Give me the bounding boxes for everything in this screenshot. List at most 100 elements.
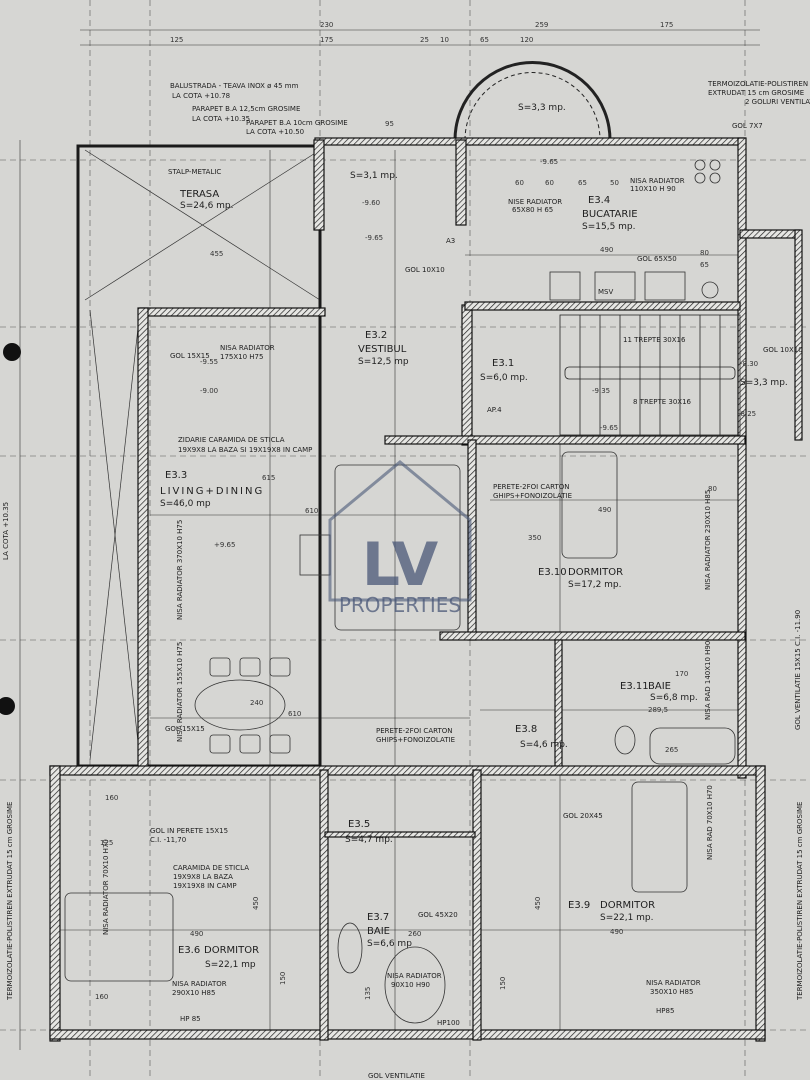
note: BALUSTRADA - TEAVA INOX ø 45 mm bbox=[170, 82, 299, 90]
room-e3-8: E3.8 S=4,6 mp. bbox=[515, 724, 568, 750]
note: TERMOIZOLATIE-POLISTIREN EXTRUDAT 15 cm … bbox=[796, 802, 804, 1001]
room-area: S=6,0 mp. bbox=[480, 373, 528, 383]
dimension-label: 80 bbox=[700, 249, 709, 257]
binder-hole bbox=[0, 697, 15, 715]
room-e3-1: E3.1 S=6,0 mp. bbox=[480, 358, 528, 383]
note: PERETE-2FOI CARTON bbox=[493, 483, 570, 491]
dimension-label: 135 bbox=[364, 987, 372, 1000]
note: LA COTA +10.50 bbox=[246, 128, 304, 136]
room-code: E3.5 bbox=[348, 819, 370, 830]
room-e3-6-dormitor: E3.6 DORMITOR S=22,1 mp bbox=[178, 945, 259, 970]
room-name: VESTIBUL bbox=[358, 344, 407, 355]
room-area: S=4,6 mp. bbox=[520, 740, 568, 750]
room-area: S=15,5 mp. bbox=[582, 222, 636, 232]
note: 8 TREPTE 30X16 bbox=[633, 398, 692, 406]
dimension-label: 10 bbox=[440, 36, 449, 44]
dimension-label: 490 bbox=[600, 246, 613, 254]
dimension-label: 490 bbox=[190, 930, 203, 938]
room-labels: TERASA S=24,6 mp. S=3,1 mp. S=3,3 mp. E3… bbox=[160, 103, 788, 970]
room-e3-11-baie: E3.11 BAIE S=6,8 mp. bbox=[620, 681, 698, 703]
dimension-label: 615 bbox=[262, 474, 275, 482]
note: NISA RADIATOR 230X10 H85 bbox=[704, 490, 712, 590]
note: NISA RADIATOR bbox=[387, 972, 442, 980]
round-balcony bbox=[453, 61, 612, 141]
dimension-label: 240 bbox=[250, 699, 263, 707]
level-mark: -9.60 bbox=[362, 199, 380, 207]
dimension-label: 125 bbox=[100, 839, 113, 847]
note: STALP-METALIC bbox=[168, 168, 221, 176]
room-name: DORMITOR bbox=[600, 900, 655, 911]
binder-hole bbox=[3, 343, 21, 361]
staircase[interactable] bbox=[559, 314, 741, 436]
dimension-label: 289,5 bbox=[648, 706, 668, 714]
dimension-label: 160 bbox=[95, 993, 108, 1001]
dimension-label: 65 bbox=[578, 179, 587, 187]
room-e3-9-dormitor: E3.9 DORMITOR S=22,1 mp. bbox=[568, 900, 655, 923]
note: TERMOIZOLATIE-POLISTIREN bbox=[707, 80, 808, 88]
note: TERMOIZOLATIE-POLISTIREN EXTRUDAT 15 cm … bbox=[6, 802, 14, 1001]
dimension-label: 490 bbox=[610, 928, 623, 936]
level-mark: -8.30 bbox=[740, 360, 758, 368]
room-name: BUCATARIE bbox=[582, 209, 638, 220]
note: GOL 65X50 bbox=[637, 255, 677, 263]
note: GHIPS+FONOIZOLATIE bbox=[493, 492, 572, 500]
watermark-logo-text: LV bbox=[362, 530, 439, 600]
note: CARAMIDA DE STICLA bbox=[173, 864, 249, 872]
level-mark: -8.25 bbox=[738, 410, 756, 418]
room-area: S=6,6 mp bbox=[367, 939, 412, 949]
dimension-label: 260 bbox=[408, 930, 421, 938]
note: GOL 45X20 bbox=[418, 911, 458, 919]
note: LA COTA +10.35 bbox=[2, 502, 10, 560]
note: GHIPS+FONOIZOLATIE bbox=[376, 736, 455, 744]
room-code: E3.1 bbox=[492, 358, 514, 369]
note: NISA RADIATOR 70X10 H70 bbox=[102, 839, 110, 935]
room-area: S=17,2 mp. bbox=[568, 580, 622, 590]
note: NISA RADIATOR 370X10 H75 bbox=[176, 520, 184, 620]
note: 11 TREPTE 30X16 bbox=[623, 336, 686, 344]
dimension-label: 455 bbox=[210, 250, 223, 258]
dimension-label: 50 bbox=[610, 179, 619, 187]
room-code: E3.11 bbox=[620, 681, 649, 692]
dimension-label: 610 bbox=[305, 507, 318, 515]
note: 19X19X8 IN CAMP bbox=[173, 882, 237, 890]
room-area: S=22,1 mp bbox=[205, 960, 256, 970]
note: GOL 10X10 bbox=[405, 266, 445, 274]
dimension-label: 150 bbox=[499, 977, 507, 990]
dimension-label: 170 bbox=[675, 670, 688, 678]
dimension-label: 65 bbox=[700, 261, 709, 269]
dimension-label: 265 bbox=[665, 746, 678, 754]
room-code: E3.10 bbox=[538, 567, 567, 578]
room-e3-3-living-dining: E3.3 LIVING+DINING S=46,0 mp bbox=[160, 470, 262, 509]
dimension-label: 610 bbox=[288, 710, 301, 718]
note: GOL VENTILATIE bbox=[368, 1072, 425, 1080]
room-area: S=4,7 mp. bbox=[345, 835, 393, 845]
note: GOL 15X15 bbox=[170, 352, 210, 360]
note: 2 GOLURI VENTILATIE bbox=[745, 98, 810, 106]
watermark-text: PROPERTIES bbox=[339, 593, 461, 617]
level-marks: -9.60 -9.65 +9.65 -9.55 -9.00 -9.65 -8.3… bbox=[200, 158, 758, 549]
dimension-label: 80 bbox=[708, 485, 717, 493]
room-area: S=6,8 mp. bbox=[650, 693, 698, 703]
level-mark: -9.00 bbox=[200, 387, 218, 395]
note: GOL VENTILATIE 15X15 C.I. -11.90 bbox=[794, 610, 802, 730]
room-e3-5: E3.5 S=4,7 mp. bbox=[345, 819, 393, 845]
room-area: S=12,5 mp bbox=[358, 357, 409, 367]
room-terasa: TERASA S=24,6 mp. bbox=[179, 189, 234, 211]
dimension-label: 160 bbox=[105, 794, 118, 802]
room-code: E3.9 bbox=[568, 900, 590, 911]
dimension-label: 450 bbox=[534, 897, 542, 910]
note: MSV bbox=[598, 288, 613, 296]
annotation-notes: BALUSTRADA - TEAVA INOX ø 45 mm LA COTA … bbox=[2, 80, 810, 1080]
note: NISA RADIATOR bbox=[630, 177, 685, 185]
level-mark: -9.65 bbox=[600, 424, 618, 432]
note: 110X10 H 90 bbox=[630, 185, 676, 193]
room-code: E3.4 bbox=[588, 195, 610, 206]
level-mark: -9.65 bbox=[540, 158, 558, 166]
note: GOL 10X10 bbox=[763, 346, 803, 354]
terrace-slope-lines bbox=[84, 149, 321, 761]
note: NISA RAD 140X10 H90 bbox=[704, 641, 712, 720]
dimension-label: 150 bbox=[279, 972, 287, 985]
room-e3-10-dormitor: E3.10 DORMITOR S=17,2 mp. bbox=[538, 567, 623, 590]
note: HP85 bbox=[656, 1007, 674, 1015]
